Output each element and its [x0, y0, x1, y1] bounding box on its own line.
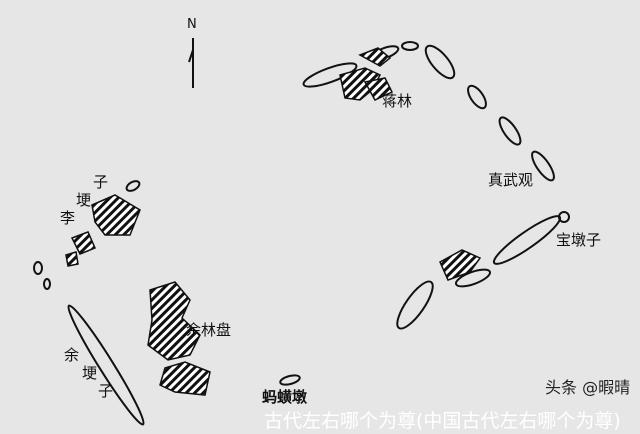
site-label-ligengzi-1: 子 [93, 173, 109, 191]
site-label-zhenwuguan: 真武观 [488, 171, 534, 189]
caption-overlay: 古代左右哪个为尊(中国古代左右哪个为尊) [264, 410, 621, 432]
wall-segments [33, 41, 570, 426]
site-label-ligengzi-3: 李 [60, 209, 76, 227]
site-label-jianglin: 蒋林 [382, 92, 413, 110]
site-label-ligengzi-2: 埂 [76, 191, 92, 209]
site-label-yugengzi-2: 埂 [82, 364, 98, 382]
watermark: 头条 @暇晴 [545, 378, 631, 397]
site-label-mahuangdun: 蚂蟥墩 [262, 388, 308, 406]
site-label-yugengzi-1: 余 [64, 346, 80, 364]
site-label-yulinpan: 余林盘 [186, 321, 232, 339]
site-label-yugengzi-3: 子 [98, 382, 114, 400]
site-label-baodunzi: 宝墩子 [556, 231, 602, 249]
north-arrow [188, 38, 194, 88]
settlement-areas [65, 47, 482, 396]
north-label: N [187, 17, 197, 32]
